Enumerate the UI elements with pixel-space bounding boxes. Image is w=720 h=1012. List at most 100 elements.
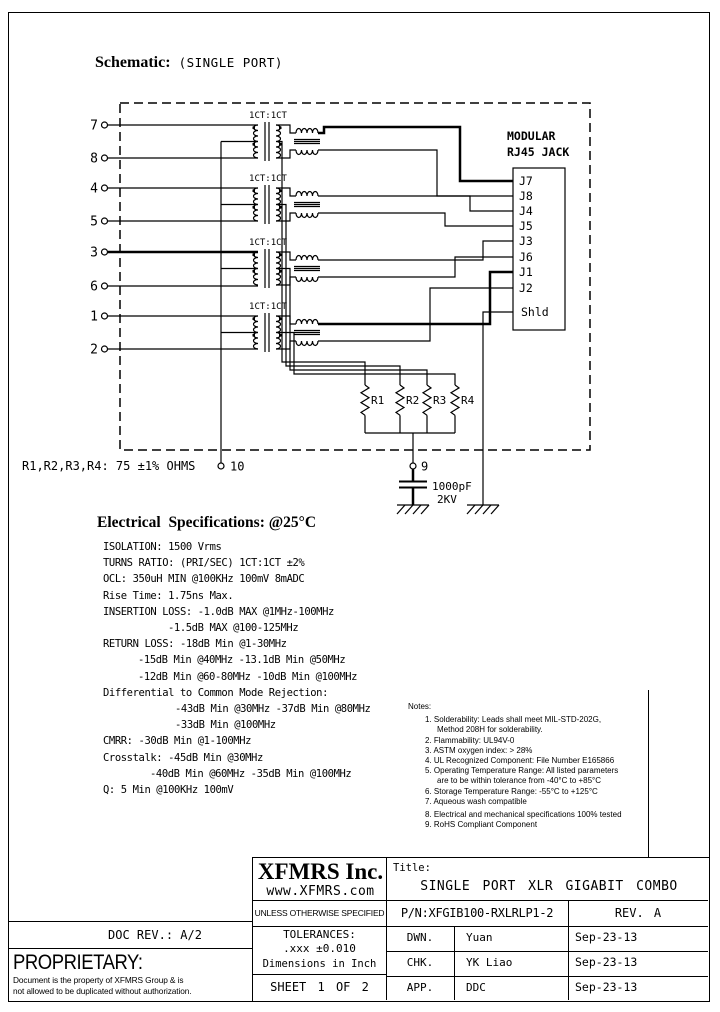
ratio-label-3: 1CT:1CT bbox=[249, 238, 288, 248]
cap-rating-label: 2KV bbox=[437, 493, 457, 506]
spec-line: -15dB Min @40MHz -13.1dB Min @50MHz bbox=[138, 654, 346, 667]
pin-label-1: 1 bbox=[90, 310, 98, 325]
doc-revision: DOC REV.: A/2 bbox=[8, 921, 252, 948]
jack-pin-j5: J5 bbox=[519, 219, 533, 233]
drawn-date: Sep-23-13 bbox=[575, 930, 638, 944]
jack-pin-j7: J7 bbox=[519, 174, 533, 188]
resistor-label-r2: R2 bbox=[406, 394, 419, 407]
company-name: XFMRS Inc. bbox=[257, 859, 384, 884]
drawn-label: DWN. bbox=[406, 931, 434, 944]
jack-pin-j1: J1 bbox=[519, 265, 533, 279]
spec-line: Rise Time: 1.75ns Max. bbox=[103, 589, 234, 602]
transformer-4 bbox=[220, 312, 321, 353]
transformer-2 bbox=[220, 184, 321, 225]
ratio-label-1: 1CT:1CT bbox=[249, 111, 288, 121]
jack-pin-j6: J6 bbox=[519, 250, 533, 264]
transformer-1 bbox=[220, 121, 321, 162]
revision: REV. A bbox=[614, 906, 662, 920]
schematic-heading-sub bbox=[171, 55, 179, 70]
drawn-name: Yuan bbox=[466, 931, 493, 944]
schematic-heading-label: Schematic: bbox=[95, 54, 171, 71]
secondary-ct-wires bbox=[278, 140, 456, 385]
pin9-cap-ground bbox=[396, 433, 500, 515]
resistor-label-r1: R1 bbox=[371, 394, 384, 407]
cap-value-label: 1000pF bbox=[432, 480, 472, 493]
note-line: 9. RoHS Compliant Component bbox=[425, 820, 538, 830]
spec-line: -12dB Min @60-80MHz -10dB Min @100MHz bbox=[138, 670, 358, 683]
note-line: 5. Operating Temperature Range: All list… bbox=[425, 766, 619, 776]
spec-line: -33dB Min @100MHz bbox=[175, 719, 276, 732]
notes-block: Notes: 1. Solderability: Leads shall mee… bbox=[408, 702, 646, 830]
ratio-label-2: 1CT:1CT bbox=[249, 174, 288, 184]
title-block: XFMRS Inc. www.XFMRS.com Title: SINGLE P… bbox=[252, 857, 710, 1002]
spec-line: ISOLATION: 1500 Vrms bbox=[103, 541, 222, 553]
resistor-label-r4: R4 bbox=[461, 394, 475, 407]
spec-line: Crosstalk: -45dB Min @30MHz bbox=[103, 751, 263, 764]
spec-line: Differential to Common Mode Rejection: bbox=[103, 686, 329, 699]
unless-otherwise-specified: UNLESS OTHERWISE SPECIFIED bbox=[254, 908, 385, 918]
jack-pin-j8: J8 bbox=[519, 189, 533, 203]
pin-label-2: 2 bbox=[90, 343, 98, 358]
spec-line: -40dB Min @60MHz -35dB Min @100MHz bbox=[150, 767, 352, 780]
spec-line: INSERTION LOSS: -1.0dB MAX @1MHz-100MHz bbox=[103, 605, 334, 618]
jack-title-line1: MODULAR bbox=[507, 129, 556, 143]
jack-pin-labels: J7 J8 J4 J5 J3 J6 J1 J2 Shld bbox=[519, 174, 549, 319]
pin-label-4: 4 bbox=[90, 182, 98, 197]
spec-line: CMRR: -30dB Min @1-100MHz bbox=[103, 735, 252, 748]
tolerances-value: .xxx ±0.010 bbox=[283, 942, 356, 955]
jack-pin-j2: J2 bbox=[519, 281, 533, 295]
transformer-3 bbox=[220, 248, 321, 289]
pin-label-6: 6 bbox=[90, 280, 98, 295]
dimensions-note: Dimensions in Inch bbox=[262, 958, 377, 970]
sheet-number: SHEET 1 OF 2 bbox=[270, 980, 369, 994]
resistor-label-r3: R3 bbox=[433, 394, 446, 407]
schematic-heading: Schematic: (SINGLE PORT) bbox=[95, 52, 283, 72]
pin-label-7: 7 bbox=[90, 119, 98, 134]
schematic-drawing: 7 8 4 5 3 6 1 2 1CT:1CT 1CT:1CT 1CT:1CT … bbox=[22, 102, 591, 515]
left-pin-wires bbox=[100, 121, 258, 353]
spec-line: OCL: 350uH MIN @100KHz 100mV 8mADC bbox=[103, 573, 305, 586]
approved-name: DDC bbox=[466, 981, 486, 994]
note-line: 4. UL Recognized Component: File Number … bbox=[425, 756, 615, 766]
note-line: 1. Solderability: Leads shall meet MIL-S… bbox=[425, 715, 602, 725]
rj45-jack-box bbox=[512, 167, 566, 331]
frame-divider-line bbox=[648, 690, 649, 857]
center-tap-bus bbox=[217, 141, 225, 470]
resistor-labels: R1 R2 R3 R4 bbox=[371, 394, 475, 407]
pin-label-5: 5 bbox=[90, 215, 98, 230]
tolerances-label: TOLERANCES: bbox=[283, 928, 356, 941]
spec-line: -1.5dB MAX @100-125MHz bbox=[168, 622, 299, 635]
note-line: Method 208H for solderability. bbox=[437, 725, 543, 735]
part-number: P/N:XFGIB100-RXLRLP1-2 bbox=[400, 906, 554, 920]
resistor-r4 bbox=[450, 384, 460, 434]
left-pin-numbers: 7 8 4 5 3 6 1 2 bbox=[90, 119, 98, 358]
note-line: 6. Storage Temperature Range: -55°C to +… bbox=[425, 786, 598, 796]
turns-ratio-labels: 1CT:1CT 1CT:1CT 1CT:1CT 1CT:1CT bbox=[249, 111, 288, 312]
note-line: 7. Aqueous wash compatible bbox=[425, 796, 527, 806]
jack-pin-j3: J3 bbox=[519, 234, 533, 248]
company-website: www.XFMRS.com bbox=[266, 884, 375, 899]
note-line: 8. Electrical and mechanical specificati… bbox=[425, 810, 622, 820]
spec-line: RETURN LOSS: -18dB Min @1-30MHz bbox=[103, 638, 287, 651]
jack-pin-shield: Shld bbox=[521, 305, 549, 319]
note-line: 3. ASTM oxygen index: > 28% bbox=[425, 745, 533, 755]
schematic-subheading: (SINGLE PORT) bbox=[178, 55, 283, 70]
checked-label: CHK. bbox=[406, 956, 434, 969]
proprietary-line1: Document is the property of XFMRS Group … bbox=[13, 975, 184, 985]
note-line: are to be within tolerance from -40°C to… bbox=[437, 776, 602, 786]
approved-date: Sep-23-13 bbox=[575, 980, 638, 994]
spec-line: Q: 5 Min @100KHz 100mV bbox=[103, 784, 234, 797]
checked-date: Sep-23-13 bbox=[575, 955, 638, 969]
jack-wires bbox=[318, 125, 513, 505]
module-boundary-dashed-box bbox=[119, 102, 591, 451]
jack-pin-j4: J4 bbox=[519, 204, 533, 218]
spec-line: -43dB Min @30MHz -37dB Min @80MHz bbox=[175, 703, 371, 716]
approved-label: APP. bbox=[406, 981, 434, 994]
proprietary-block: PROPRIETARY: Document is the property of… bbox=[8, 948, 252, 1002]
jack-title: MODULAR RJ45 JACK bbox=[507, 129, 569, 159]
electrical-specifications: Electrical Specifications: @25°C ISOLATI… bbox=[97, 514, 437, 798]
note-line: 2. Flammability: UL94V-0 bbox=[425, 735, 515, 745]
specs-heading: Electrical Specifications: @25°C bbox=[97, 514, 317, 531]
resistor-r2 bbox=[395, 384, 405, 434]
